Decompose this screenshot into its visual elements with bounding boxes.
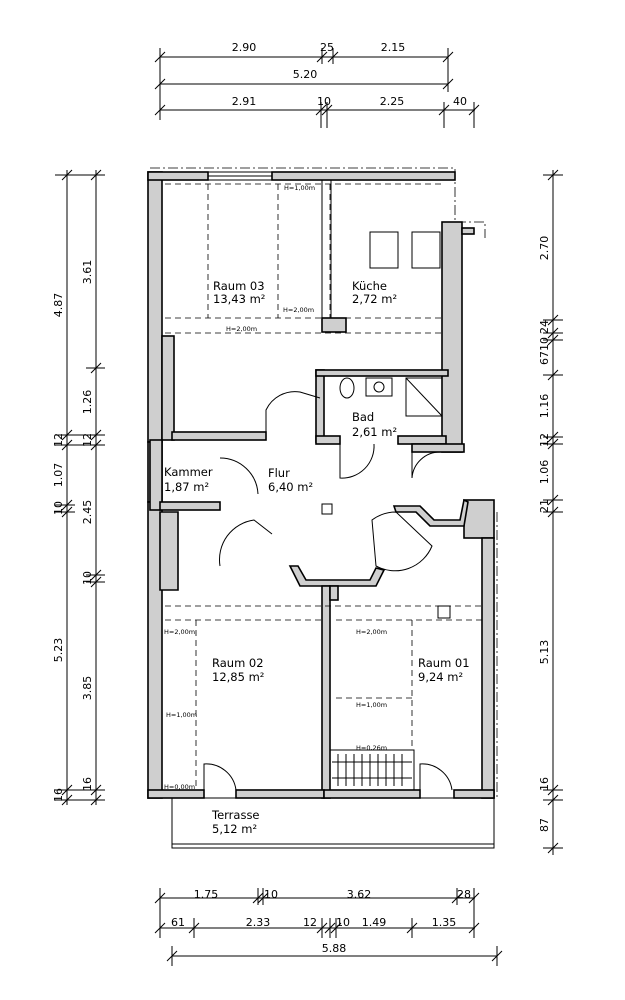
doors (203, 171, 453, 791)
dim-bottom-10: 1.35 (432, 916, 457, 929)
height-note-7: H=2,00m (356, 628, 387, 636)
dim-right-5: 1.16 (538, 394, 551, 419)
dim-bottom-11: 5.88 (322, 942, 347, 955)
toilet-icon (339, 377, 355, 399)
column-icon (321, 503, 333, 515)
dim-right-6: 12 (538, 433, 551, 447)
dim-left-6: 16 (52, 788, 65, 802)
dim-bottom-6: 2.33 (246, 916, 271, 929)
height-note-8: H=1,00m (356, 701, 387, 709)
dim-bottom-9: 1.49 (362, 916, 387, 929)
dim-bottom-4: 28 (457, 888, 471, 901)
dim-top-1: 2.90 (232, 41, 257, 54)
room-area-raum-01: 9,24 m² (418, 670, 463, 684)
dim-right-3: 10 (538, 337, 551, 351)
room-name-raum-02: Raum 02 (212, 656, 264, 670)
dim-left-7: 3.61 (81, 260, 94, 285)
bottom-dimension-chains: 1.75 10 3.62 28 61 2.33 12 10 1.49 1.35 … (154, 888, 503, 966)
dim-top-4: 5.20 (293, 68, 318, 81)
height-note-3: H=2,00m (226, 325, 257, 333)
dim-left-5: 5.23 (52, 638, 65, 663)
dim-top-7: 2.25 (380, 95, 405, 108)
room-area-raum-03: 13,43 m² (213, 292, 265, 306)
sink-icon (411, 231, 441, 269)
left-dimension-chains: 4.87 12 1.07 10 5.23 16 3.61 1.26 12 2.4… (52, 169, 105, 806)
dim-bottom-5: 61 (171, 916, 185, 929)
dim-left-11: 10 (81, 571, 94, 585)
room-name-flur: Flur (268, 466, 290, 480)
dim-bottom-1: 1.75 (194, 888, 219, 901)
washbasin-icon (365, 377, 393, 397)
terrace (171, 797, 495, 849)
dim-left-4: 10 (52, 501, 65, 515)
dim-left-10: 2.45 (81, 500, 94, 525)
dim-right-4: 67 (538, 351, 551, 365)
height-note-6: H=0,00m (164, 783, 195, 791)
fixtures (321, 231, 451, 791)
dim-right-8: 21 (538, 499, 551, 513)
dim-top-6: 10 (317, 95, 331, 108)
dim-top-5: 2.91 (232, 95, 257, 108)
dim-bottom-2: 10 (264, 888, 278, 901)
room-area-kammer: 1,87 m² (164, 480, 209, 494)
dim-top-2: 25 (320, 41, 334, 54)
room-name-terrasse: Terrasse (211, 808, 260, 822)
room-area-kueche: 2,72 m² (352, 292, 397, 306)
building-walls (147, 167, 498, 800)
shower-icon (405, 377, 443, 417)
dim-top-8: 40 (453, 95, 467, 108)
dim-right-9: 5.13 (538, 640, 551, 665)
dim-right-2: 24 (538, 320, 551, 334)
height-notes: H=1,00m H=2,00m H=2,00m H=2,00m H=1,00m … (164, 184, 387, 791)
room-labels: Raum 03 13,43 m² Küche 2,72 m² Bad 2,61 … (164, 279, 470, 836)
height-note-4: H=2,00m (164, 628, 195, 636)
room-name-raum-01: Raum 01 (418, 656, 470, 670)
dim-left-12: 3.85 (81, 676, 94, 701)
dim-right-10: 16 (538, 777, 551, 791)
room-area-bad: 2,61 m² (352, 425, 397, 439)
dim-right-1: 2.70 (538, 236, 551, 261)
dim-top-3: 2.15 (381, 41, 406, 54)
radiator-icon (329, 749, 415, 791)
room-name-kueche: Küche (352, 279, 387, 293)
room-name-kammer: Kammer (164, 465, 213, 479)
dim-left-1: 4.87 (52, 293, 65, 318)
overhead-lines (165, 179, 482, 790)
room-name-raum-03: Raum 03 (213, 279, 265, 293)
dim-left-13: 16 (81, 777, 94, 791)
radiator-fins (332, 754, 412, 786)
dim-left-3: 1.07 (52, 463, 65, 488)
dim-right-7: 1.06 (538, 460, 551, 485)
dim-right-11: 87 (538, 818, 551, 832)
right-dimension-chain: 2.70 24 10 67 1.16 12 1.06 21 5.13 16 87 (538, 169, 563, 855)
dim-bottom-3: 3.62 (347, 888, 372, 901)
top-dimension-chains: 2.90 25 2.15 5.20 2.91 10 2.25 40 (154, 41, 480, 128)
room-name-bad: Bad (352, 410, 374, 424)
height-note-5: H=1,00m (166, 711, 197, 719)
height-note-9: H=0,26m (356, 744, 387, 752)
dim-bottom-7: 12 (303, 916, 317, 929)
room-area-flur: 6,40 m² (268, 480, 313, 494)
stove-icon (369, 231, 399, 269)
room-area-raum-02: 12,85 m² (212, 670, 264, 684)
height-note-2: H=2,00m (283, 306, 314, 314)
duct-icon (437, 605, 451, 619)
dim-left-2: 12 (52, 433, 65, 447)
height-note-1: H=1,00m (284, 184, 315, 192)
room-area-terrasse: 5,12 m² (212, 822, 257, 836)
dim-left-8: 1.26 (81, 390, 94, 415)
dim-left-9: 12 (81, 433, 94, 447)
dim-bottom-8: 10 (336, 916, 350, 929)
